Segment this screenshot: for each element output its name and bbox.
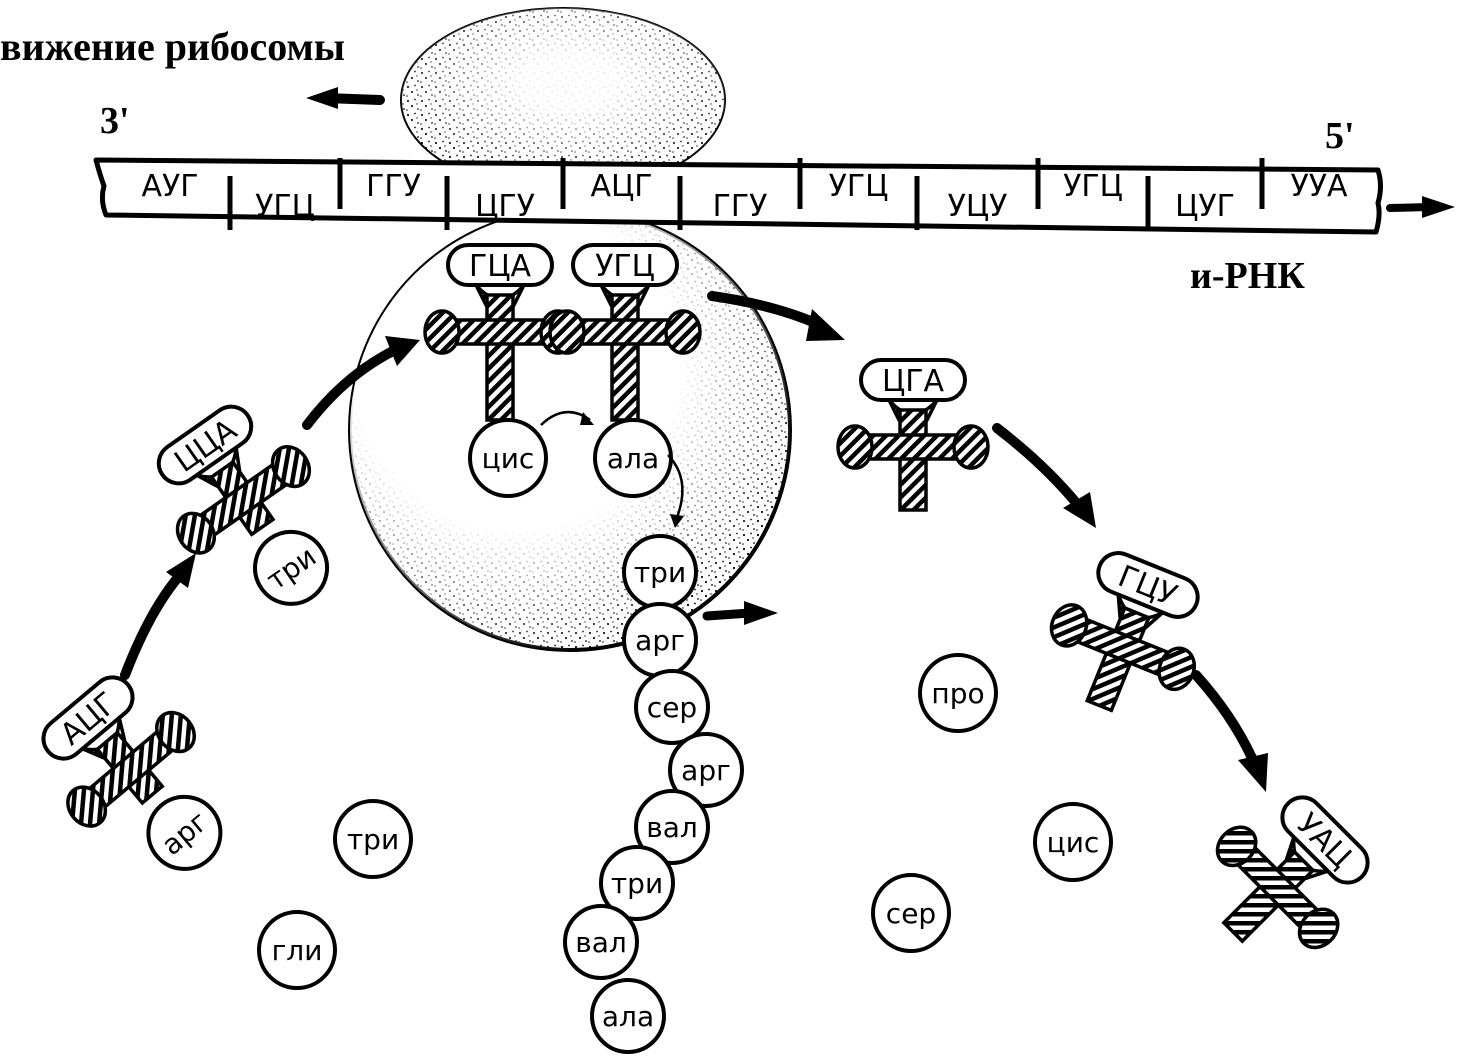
amino-acid-label: вал — [646, 811, 698, 844]
arrow-exit-3-head — [1238, 753, 1268, 792]
free-amino-acid-3: цис — [1035, 804, 1111, 880]
peptide-residue-7: ала — [592, 980, 664, 1052]
codon-label: ГГУ — [713, 189, 768, 224]
codon-label: ЦГУ — [475, 189, 535, 224]
amino-acid-label: гли — [272, 934, 323, 967]
codon-label: ГГУ — [366, 169, 421, 204]
free-amino-acid-2: про — [920, 655, 996, 731]
trna-leaving-0: ЦГА — [838, 360, 988, 510]
end-5-label: 5' — [1325, 115, 1355, 157]
mrna-direction-arrowhead — [1422, 196, 1455, 218]
codon-label: УГЦ — [829, 169, 889, 204]
anticodon-label: ЦГА — [882, 364, 945, 399]
arrow-exit-2 — [997, 428, 1078, 505]
amino-bound-1: ала — [595, 420, 671, 496]
amino-acid-label: ала — [607, 442, 659, 475]
codon-label: УУА — [1290, 169, 1348, 204]
codon-label: УЦУ — [948, 189, 1008, 224]
amino-acid-label: цис — [482, 442, 535, 475]
peptide-residue-1: арг — [624, 604, 696, 676]
end-3-label: 3' — [100, 100, 130, 142]
amino-acid-label: три — [347, 823, 399, 856]
codon-label: УГЦ — [255, 189, 315, 224]
amino-acid-label: сер — [647, 691, 697, 724]
amino-acid-label: арг — [681, 754, 731, 787]
free-amino-acid-4: сер — [873, 875, 949, 951]
amino-acid-label: вал — [575, 926, 627, 959]
amino-acid-label: про — [931, 677, 984, 710]
anticodon-loop: ЦГА — [861, 360, 965, 400]
codon-0: АУГ — [141, 169, 198, 204]
trna-body — [838, 400, 988, 510]
anticodon-label: УГЦ — [595, 249, 655, 284]
peptide-residue-6: вал — [565, 906, 637, 978]
amino-acid-label: три — [634, 556, 686, 589]
anticodon-label: ГЦА — [469, 249, 532, 284]
diagram-title: вижение рибосомы — [0, 24, 345, 69]
codon-label: ЦУГ — [1175, 189, 1235, 224]
peptide-exit-arrowhead — [744, 601, 778, 625]
amino-bound-0: цис — [470, 420, 546, 496]
mrna-label: и-РНК — [1190, 255, 1305, 297]
amino-acid-label: три — [611, 867, 663, 900]
anticodon-loop: ГЦА — [448, 245, 552, 285]
amino-acid-label: цис — [1047, 826, 1100, 859]
trna-leaving-2: УАЦ — [1180, 773, 1392, 985]
anticodon-loop: ГЦУ — [1092, 547, 1203, 623]
amino-acid-label: ала — [602, 1000, 654, 1033]
ribosome-direction-arrowhead — [306, 87, 338, 109]
ribosome-large-subunit — [350, 210, 790, 650]
codon-label: АЦГ — [590, 169, 652, 204]
arrow-exit-1-head — [806, 309, 845, 341]
arrow-incoming-1 — [125, 575, 180, 675]
free-amino-acid-0: три — [335, 801, 411, 877]
anticodon-loop: УГЦ — [573, 245, 677, 285]
arrow-exit-3 — [1196, 675, 1252, 758]
amino-acid-label: арг — [635, 624, 685, 657]
amino-acid-label: сер — [886, 897, 936, 930]
peptide-residue-0: три — [624, 536, 696, 608]
free-amino-acid-1: гли — [259, 912, 335, 988]
codon-label: АУГ — [141, 169, 198, 204]
trna-leaving-1: ГЦУ — [1030, 538, 1225, 733]
codon-label: УГЦ — [1063, 169, 1123, 204]
mrna-strand: АУГ УГЦ ГГУ ЦГУ АЦГ ГГУ УГЦ УЦУ УГЦ ЦУГ УУА — [96, 158, 1381, 232]
peptide-exit-arrow — [707, 613, 750, 616]
peptide-residue-2: сер — [636, 671, 708, 743]
